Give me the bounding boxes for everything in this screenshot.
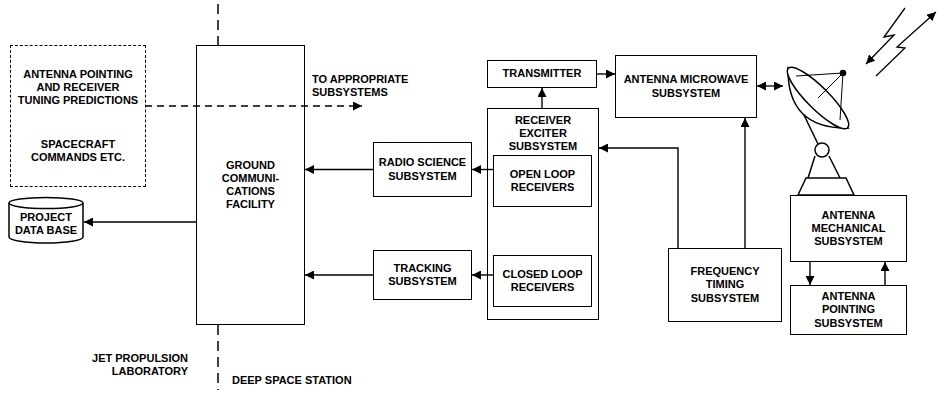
region-label: DEEP SPACE STATION: [232, 374, 402, 387]
connector-arrow: [599, 148, 678, 248]
node-text: GROUND COMMUNI- CATIONS FACILITY: [202, 159, 299, 212]
connector-arrow: [305, 169, 373, 170]
antenna-dish: [781, 61, 856, 195]
node-text: CLOSED LOOP RECEIVERS: [498, 268, 587, 294]
connector-arrow: [541, 88, 542, 108]
connector-arrow: [472, 169, 493, 170]
receiver-box: OPEN LOOP RECEIVERS: [493, 155, 592, 207]
connector-arrow: [305, 274, 373, 275]
connector-arrow: [84, 221, 196, 222]
subsystem-box: ANTENNA MICROWAVE SUBSYSTEM: [615, 55, 757, 118]
connector-arrow: [472, 274, 493, 275]
cylinder-top: [9, 198, 83, 209]
node-text: PROJECT DATA BASE: [12, 211, 80, 237]
input-box: ANTENNA POINTING AND RECEIVER TUNING PRE…: [10, 45, 146, 187]
note-label: TO APPROPRIATE SUBSYSTEMS: [312, 73, 430, 99]
facility-box: GROUND COMMUNI- CATIONS FACILITY: [196, 45, 305, 325]
subsystem-box: RADIO SCIENCE SUBSYSTEM: [373, 142, 472, 197]
node-text: RADIO SCIENCE SUBSYSTEM: [378, 156, 467, 182]
node-text: TRACKING SUBSYSTEM: [378, 262, 467, 288]
database-cylinder: PROJECT DATA BASE: [8, 197, 84, 243]
connector-arrow: [809, 262, 810, 285]
node-text: SPACECRAFT COMMANDS ETC.: [17, 138, 139, 164]
subsystem-box: ANTENNA MECHANICAL SUBSYSTEM: [790, 195, 907, 262]
feed-arrow: [757, 85, 783, 86]
node-text: TRANSMITTER: [503, 67, 582, 80]
subsystem-box: RECEIVER EXCITER SUBSYSTEM OPEN LOOP RECE…: [487, 108, 599, 320]
boundary-line: [217, 325, 219, 390]
signal-bolt: [866, 8, 905, 64]
node-text: OPEN LOOP RECEIVERS: [498, 168, 587, 194]
boundary-line: [217, 4, 219, 45]
node-text: ANTENNA POINTING AND RECEIVER TUNING PRE…: [17, 68, 139, 108]
node-text: RECEIVER EXCITER SUBSYSTEM: [492, 114, 594, 154]
node-text: ANTENNA POINTING SUBSYSTEM: [795, 290, 902, 330]
distribution-arrow: [145, 105, 362, 106]
connector-arrow: [597, 73, 615, 74]
node-text: ANTENNA MECHANICAL SUBSYSTEM: [795, 209, 902, 249]
subsystem-box: TRACKING SUBSYSTEM: [373, 250, 472, 300]
subsystem-box: FREQUENCY TIMING SUBSYSTEM: [668, 248, 782, 322]
node-text: ANTENNA MICROWAVE SUBSYSTEM: [621, 73, 751, 99]
node-text: FREQUENCY TIMING SUBSYSTEM: [673, 265, 777, 305]
subsystem-box: ANTENNA POINTING SUBSYSTEM: [790, 285, 907, 335]
subsystem-box: TRANSMITTER: [487, 60, 597, 88]
receiver-box: CLOSED LOOP RECEIVERS: [493, 255, 592, 307]
connector-arrow: [884, 262, 885, 285]
region-label: JET PROPULSION LABORATORY: [56, 352, 188, 378]
signal-bolt: [876, 12, 936, 76]
connector-arrow: [744, 118, 745, 248]
